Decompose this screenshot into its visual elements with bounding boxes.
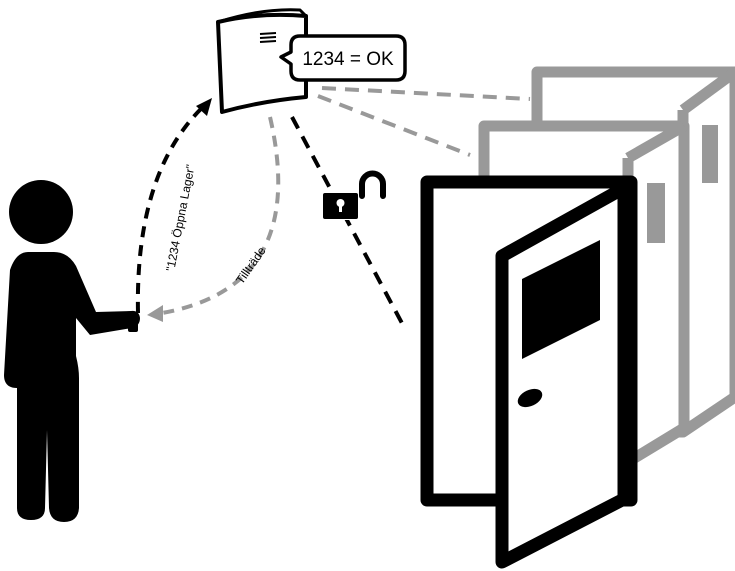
bubble-status-text: 1234 = OK — [302, 49, 394, 70]
controller-to-door-signal — [290, 116, 406, 328]
command-arc: "1234 Öppna Lager" — [135, 98, 212, 314]
front-door-leaf — [495, 181, 631, 569]
person-head — [9, 180, 73, 244]
access-controller-icon — [216, 8, 308, 114]
response-arc: Tillträde — [147, 116, 281, 322]
person-with-phone-icon — [4, 180, 140, 522]
door-handle — [517, 388, 543, 408]
phone — [128, 312, 138, 332]
person-body — [4, 252, 140, 522]
controller-to-background-doors-signals — [317, 86, 531, 157]
unlocked-padlock-icon — [322, 170, 386, 220]
response-arrowhead — [147, 305, 163, 322]
command-arrowhead — [196, 98, 212, 116]
response-label: Tillträde — [233, 244, 269, 287]
status-speech-bubble: 1234 = OK — [279, 34, 407, 82]
door-window — [522, 240, 600, 359]
command-label: "1234 Öppna Lager" — [163, 163, 197, 272]
